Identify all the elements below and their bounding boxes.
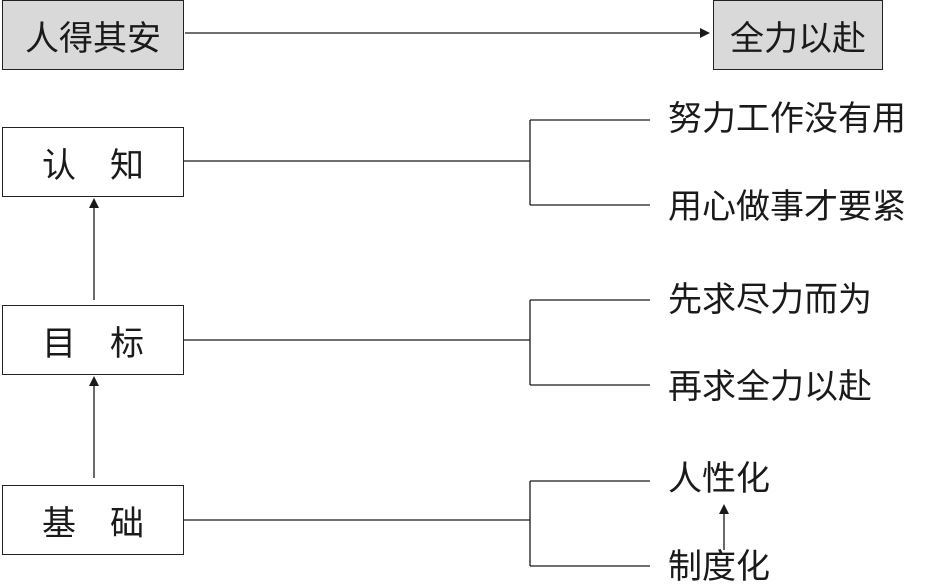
outcome-cognition-1: 努力工作没有用	[668, 99, 906, 139]
goal-label: 目 标	[42, 323, 144, 364]
goal-box: 目 标	[2, 305, 184, 375]
outcome-foundation-1: 人性化	[668, 459, 770, 499]
outcome-goal-1: 先求尽力而为	[668, 280, 872, 320]
top-right-label: 全力以赴	[730, 18, 866, 59]
bracket-foundation	[184, 480, 650, 567]
outcome-cognition-2: 用心做事才要紧	[668, 187, 906, 227]
foundation-box: 基 础	[2, 485, 184, 555]
top-left-label: 人得其安	[25, 18, 161, 59]
foundation-label: 基 础	[42, 503, 144, 544]
outcome-foundation-2: 制度化	[668, 547, 770, 587]
bracket-cognition	[184, 119, 650, 206]
cognition-box: 认 知	[2, 127, 184, 197]
outcome-goal-2: 再求全力以赴	[668, 367, 872, 407]
top-right-box: 全力以赴	[713, 0, 883, 70]
bracket-goal	[184, 299, 650, 386]
cognition-label: 认 知	[42, 145, 144, 186]
top-left-box: 人得其安	[2, 0, 184, 70]
